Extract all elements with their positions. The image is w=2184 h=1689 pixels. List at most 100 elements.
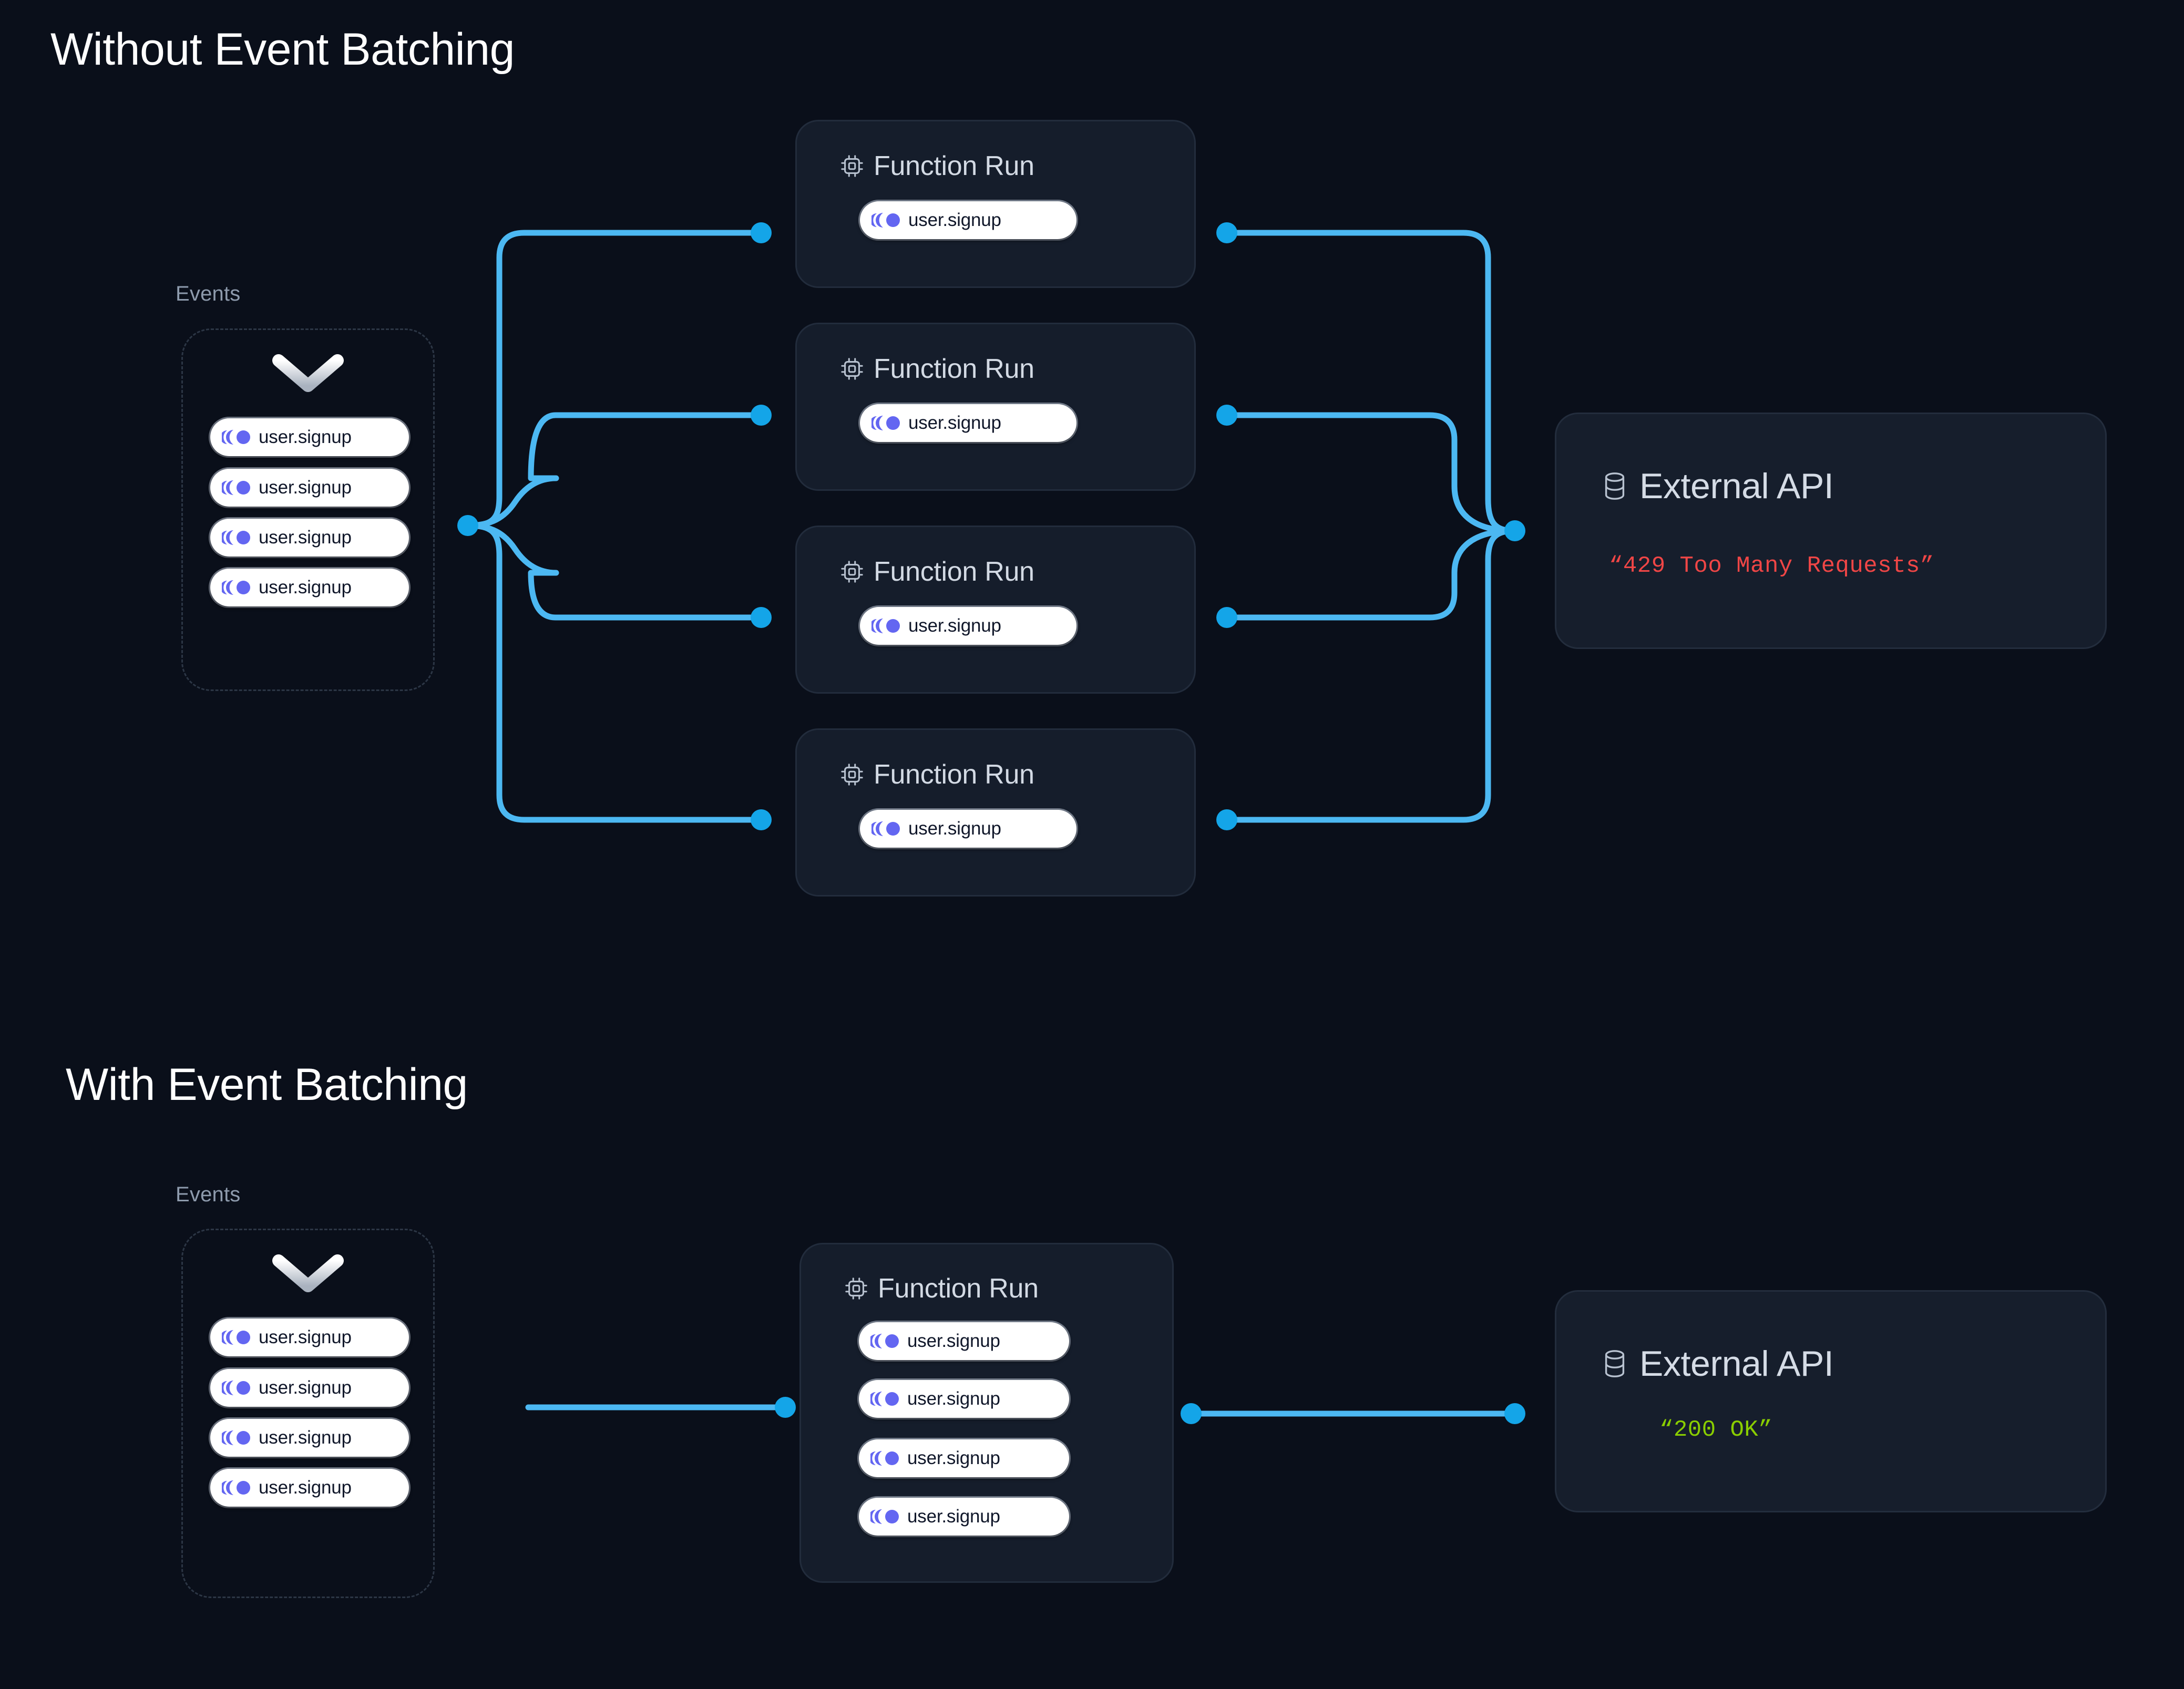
event-pill-label: user.signup xyxy=(259,1327,352,1347)
event-pill-label: user.signup xyxy=(907,1448,1000,1468)
event-pill-label: user.signup xyxy=(259,577,352,598)
connector-node xyxy=(1216,809,1237,830)
event-pill[interactable]: user.signup xyxy=(210,569,409,606)
connector-node xyxy=(751,222,772,243)
function-run-header: Function Run xyxy=(840,556,1034,588)
section-title-without-batching: Without Event Batching xyxy=(50,24,515,75)
event-icon xyxy=(871,213,900,228)
event-pill-label: user.signup xyxy=(907,1388,1000,1409)
event-pill[interactable]: user.signup xyxy=(210,1469,409,1507)
function-run-header: Function Run xyxy=(840,353,1034,385)
database-icon xyxy=(1605,1350,1625,1377)
connector-node xyxy=(1504,1403,1525,1424)
event-pill[interactable]: user.signup xyxy=(210,1419,409,1457)
external-api-header: External API xyxy=(1602,466,1834,507)
cpu-icon xyxy=(841,561,863,583)
event-icon xyxy=(870,1509,899,1524)
event-pill[interactable]: user.signup xyxy=(860,201,1076,239)
event-pill-label: user.signup xyxy=(259,1477,352,1498)
connector-node xyxy=(751,405,772,426)
connector-node xyxy=(1504,520,1525,541)
event-icon xyxy=(870,1392,899,1406)
event-pill[interactable]: user.signup xyxy=(860,607,1076,645)
event-icon xyxy=(871,416,900,430)
event-pill-label: user.signup xyxy=(259,477,352,498)
event-pill[interactable]: user.signup xyxy=(859,1439,1069,1477)
external-api-title: External API xyxy=(1639,1344,1834,1384)
chevron-down-icon xyxy=(271,353,345,393)
function-run-title: Function Run xyxy=(874,759,1034,790)
event-icon xyxy=(222,580,250,595)
function-run-title: Function Run xyxy=(878,1273,1039,1304)
event-icon xyxy=(222,530,250,545)
function-run-card-batched[interactable]: Function Run user.signup user.signup xyxy=(799,1243,1174,1583)
event-pill[interactable]: user.signup xyxy=(860,404,1076,442)
event-pill[interactable]: user.signup xyxy=(859,1498,1069,1536)
function-run-title: Function Run xyxy=(874,151,1034,181)
event-icon xyxy=(222,1330,250,1345)
event-pill-label: user.signup xyxy=(259,427,352,447)
event-icon xyxy=(871,619,900,633)
connector-node xyxy=(751,607,772,628)
database-icon xyxy=(1605,472,1625,500)
function-run-card[interactable]: Function Run user.signup xyxy=(795,728,1196,897)
event-icon xyxy=(222,1430,250,1445)
event-icon xyxy=(870,1334,899,1348)
event-icon xyxy=(870,1451,899,1466)
connector-wire xyxy=(465,522,762,823)
event-pill-label: user.signup xyxy=(907,1506,1000,1527)
cpu-icon xyxy=(841,358,863,380)
event-icon xyxy=(222,1480,250,1495)
event-pill[interactable]: user.signup xyxy=(210,519,409,557)
connector-node xyxy=(775,1397,796,1418)
event-pill[interactable]: user.signup xyxy=(210,469,409,507)
event-pill[interactable]: user.signup xyxy=(859,1380,1069,1418)
function-run-header: Function Run xyxy=(840,759,1034,790)
events-panel-without-batching: user.signup user.signup user.signup xyxy=(181,328,435,691)
connector-node xyxy=(1216,405,1237,426)
event-pill-label: user.signup xyxy=(259,1427,352,1448)
connector-wire xyxy=(465,522,762,621)
event-pill[interactable]: user.signup xyxy=(860,810,1076,848)
connector-node xyxy=(751,809,772,830)
connector-wire xyxy=(1226,528,1517,823)
event-pill-label: user.signup xyxy=(908,210,1001,230)
function-run-card[interactable]: Function Run user.signup xyxy=(795,120,1196,288)
events-caption-bottom: Events xyxy=(176,1183,241,1206)
external-api-header: External API xyxy=(1602,1343,1834,1384)
event-pill[interactable]: user.signup xyxy=(210,1319,409,1356)
event-pill-label: user.signup xyxy=(907,1331,1000,1351)
cpu-icon xyxy=(841,764,863,786)
connector-node xyxy=(1216,222,1237,243)
status-badge: “200 OK” xyxy=(1659,1417,1773,1443)
event-pill[interactable]: user.signup xyxy=(210,1369,409,1407)
section-title-with-batching: With Event Batching xyxy=(66,1059,468,1110)
cpu-icon xyxy=(845,1278,867,1300)
event-pill[interactable]: user.signup xyxy=(210,418,409,456)
function-run-header: Function Run xyxy=(840,150,1034,182)
event-icon xyxy=(222,480,250,495)
connector-node xyxy=(457,515,478,536)
function-run-header: Function Run xyxy=(844,1273,1039,1304)
connector-node xyxy=(1216,607,1237,628)
event-icon xyxy=(222,1381,250,1395)
events-caption-top: Events xyxy=(176,282,241,305)
connector-wire xyxy=(1226,230,1517,534)
external-api-card[interactable]: External API “429 Too Many Requests” xyxy=(1555,413,2107,649)
event-pill-label: user.signup xyxy=(259,527,352,548)
status-badge: “429 Too Many Requests” xyxy=(1609,553,1934,579)
connector-wire xyxy=(465,412,762,529)
function-run-card[interactable]: Function Run user.signup xyxy=(795,323,1196,491)
connector-wire xyxy=(1226,528,1517,621)
event-icon xyxy=(222,430,250,445)
cpu-icon xyxy=(841,155,863,177)
connector-node xyxy=(1181,1403,1202,1424)
event-pill-label: user.signup xyxy=(908,413,1001,433)
external-api-card[interactable]: External API “200 OK” xyxy=(1555,1290,2107,1512)
event-pill-label: user.signup xyxy=(908,818,1001,839)
external-api-title: External API xyxy=(1639,466,1834,506)
function-run-card[interactable]: Function Run user.signup xyxy=(795,526,1196,694)
event-pill[interactable]: user.signup xyxy=(859,1322,1069,1360)
event-pill-label: user.signup xyxy=(908,615,1001,636)
event-pill-label: user.signup xyxy=(259,1377,352,1398)
